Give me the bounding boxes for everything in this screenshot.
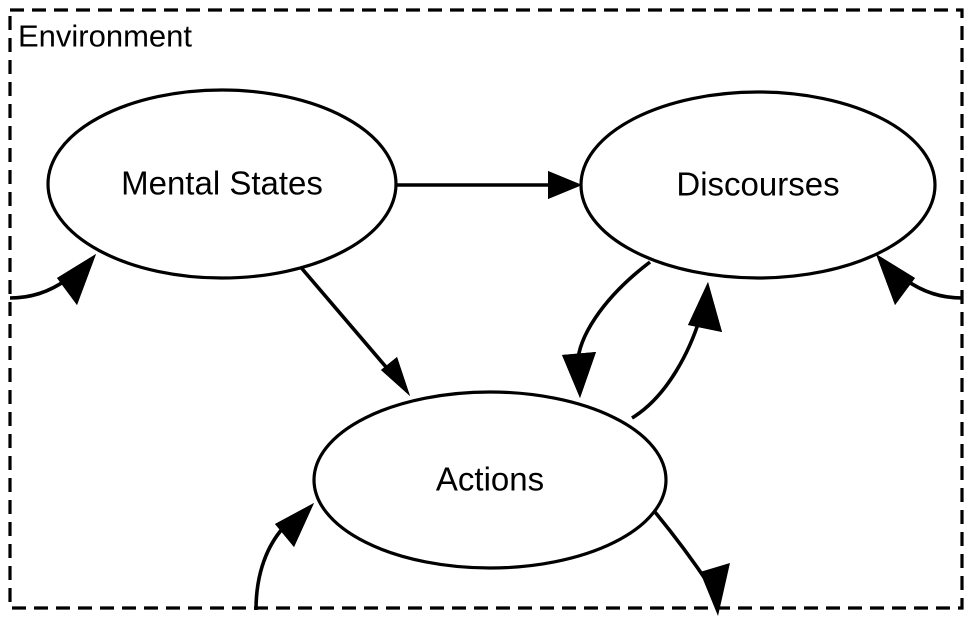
node-label: Actions: [436, 461, 544, 498]
node-label: Mental States: [121, 165, 323, 202]
arrow-head-icon: [275, 503, 314, 547]
arrow-head-icon: [562, 352, 596, 398]
arrow-head-icon: [700, 563, 730, 616]
arrow-head-icon: [548, 171, 582, 199]
environment-label: Environment: [18, 18, 192, 53]
arrow-head-icon: [57, 254, 96, 305]
arrowheads-overlay: [57, 171, 915, 547]
node-label: Discourses: [676, 166, 839, 203]
edge-line: [254, 526, 285, 611]
node-actions[interactable]: Actions: [312, 390, 668, 570]
arrow-head-icon: [876, 254, 915, 305]
edge-actions-to-environment: [653, 510, 730, 616]
edge-line: [296, 262, 394, 376]
environment-boundary: [8, 8, 964, 610]
node-discourses[interactable]: Discourses: [579, 90, 937, 280]
node-mental-states[interactable]: Mental States: [46, 88, 398, 280]
node-shape: [46, 88, 398, 280]
arrow-head-icon: [688, 282, 722, 332]
edge-line: [9, 278, 68, 300]
edge-line: [576, 260, 652, 363]
edge-line: [904, 278, 963, 300]
arrow-head-icon: [381, 357, 410, 396]
edge-line: [631, 317, 702, 420]
node-shape: [312, 390, 668, 570]
